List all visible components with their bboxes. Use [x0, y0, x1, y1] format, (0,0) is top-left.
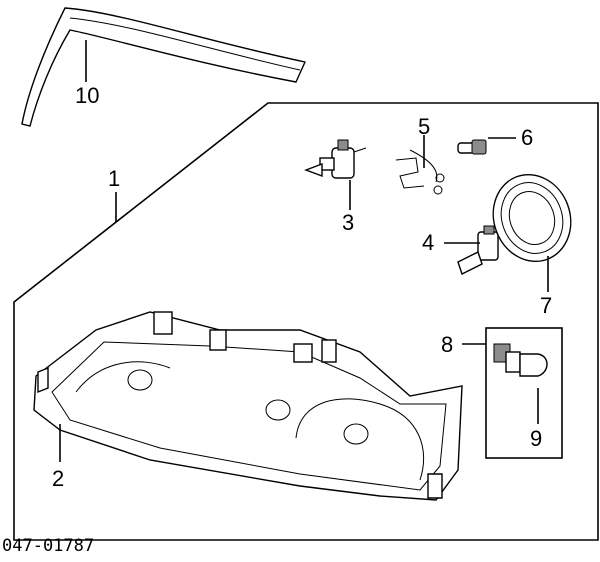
socket-cover-7-part — [492, 173, 572, 263]
callout-4: 4 — [422, 230, 434, 255]
detail-box-8 — [485, 327, 563, 459]
assembly-outline — [13, 102, 599, 541]
callout-5: 5 — [418, 114, 430, 139]
bulb-4-part — [457, 225, 499, 275]
bulb-6-part — [457, 139, 487, 155]
wire-harness-5-part — [395, 149, 445, 195]
trim-molding-part — [21, 7, 306, 127]
callout-1: 1 — [108, 166, 120, 191]
callout-2: 2 — [52, 466, 64, 491]
callout-10: 10 — [75, 83, 99, 108]
callout-7: 7 — [540, 293, 552, 318]
callout-9: 9 — [530, 426, 542, 451]
bulb-3-part — [304, 139, 367, 179]
callout-6: 6 — [521, 125, 533, 150]
callout-3: 3 — [342, 210, 354, 235]
drawing-code: 047-01787 — [2, 536, 94, 556]
headlamp-housing-part — [33, 311, 463, 501]
bulb-9-part — [493, 343, 548, 377]
callout-8: 8 — [441, 332, 453, 357]
